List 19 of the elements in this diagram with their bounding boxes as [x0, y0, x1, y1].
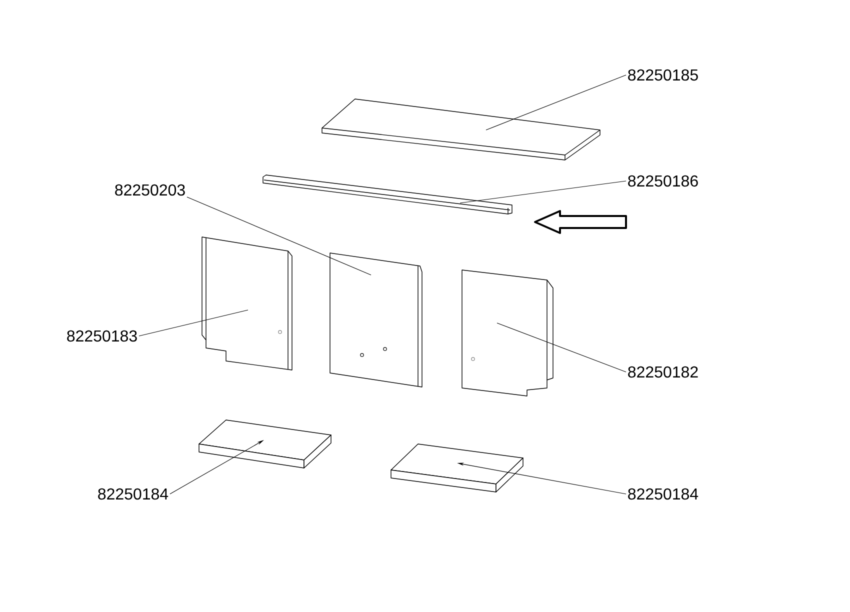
part-number: 82250185	[628, 69, 698, 81]
leader-line	[496, 322, 626, 372]
part-number: 82250183	[67, 330, 137, 342]
leader-line	[486, 74, 626, 130]
panel-drawing	[202, 236, 292, 370]
leader-line	[138, 310, 248, 336]
part-number: 82250184	[98, 488, 168, 500]
brick-drawing	[198, 420, 332, 468]
part-number: 82250182	[628, 366, 698, 378]
panel-drawing	[322, 98, 600, 160]
part-number: 82250186	[628, 175, 698, 187]
panel-drawing	[330, 252, 422, 388]
leader-line	[186, 196, 372, 276]
panel-drawing	[462, 270, 554, 396]
leader-line	[460, 180, 626, 204]
part-number: 82250203	[115, 184, 185, 196]
rail-drawing	[262, 174, 512, 214]
brick-drawing	[390, 444, 524, 492]
part-number: 82250184	[628, 488, 698, 500]
